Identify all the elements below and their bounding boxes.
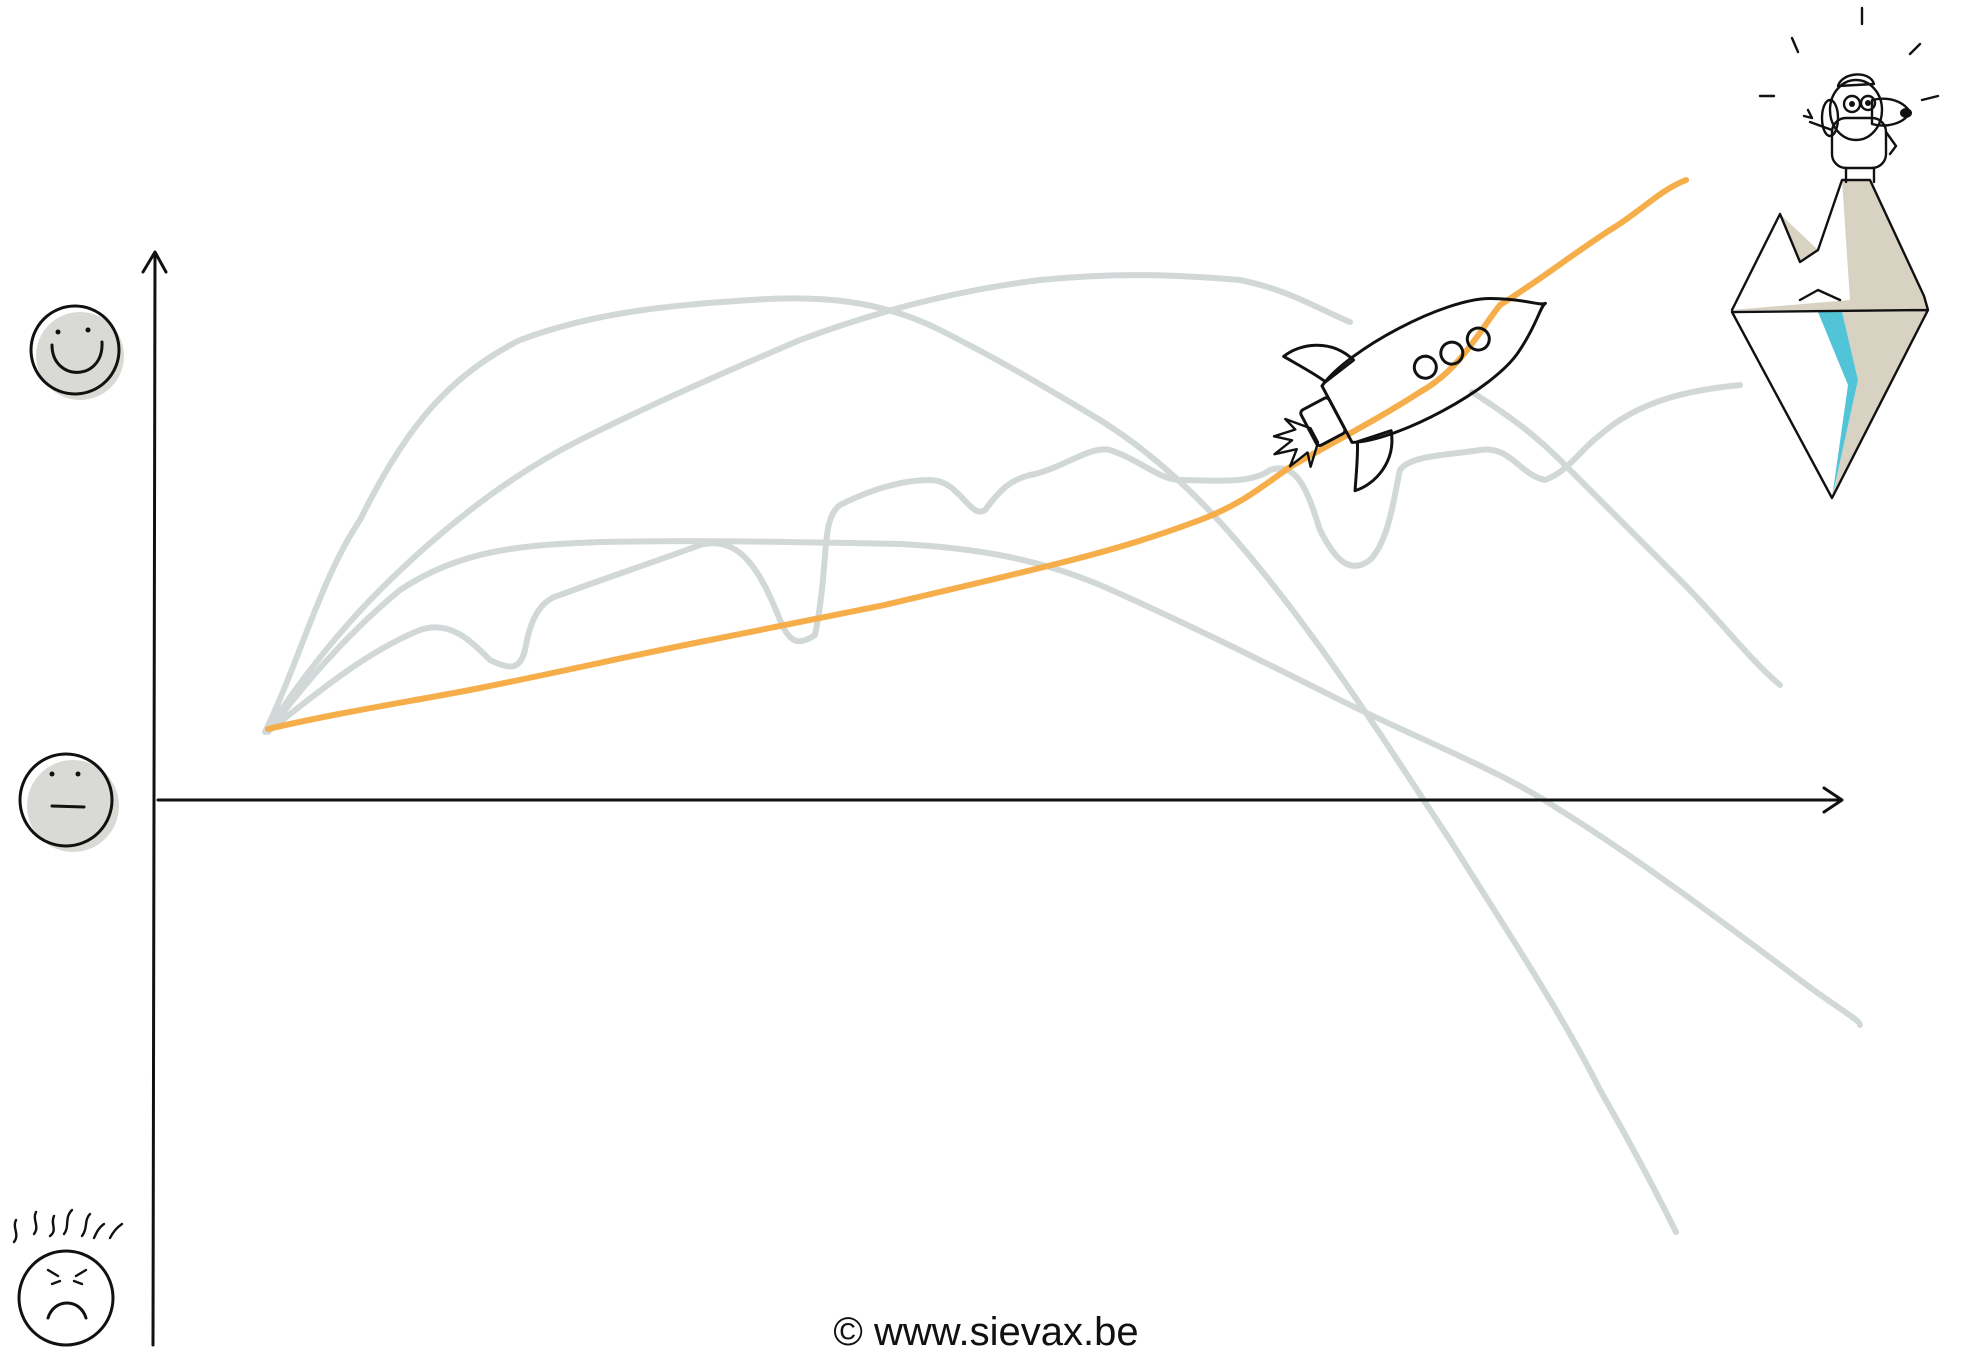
alt-path-long-decline (268, 541, 1860, 1025)
copyright-footer: © www.sievax.be (0, 1308, 1972, 1356)
neutral-face-icon (20, 754, 119, 852)
dog-icon (1760, 8, 1938, 182)
axes (143, 252, 1842, 1345)
highlight-path (268, 180, 1686, 729)
alt-path-mid-arc (268, 275, 1350, 730)
alt-path-high-arc (265, 298, 1676, 1232)
alternative-paths (265, 275, 1860, 1232)
happy-face-icon (31, 306, 124, 400)
alt-path-peak-drop (1472, 392, 1780, 685)
y-axis (153, 254, 155, 1345)
iceberg-icon (1732, 180, 1928, 498)
